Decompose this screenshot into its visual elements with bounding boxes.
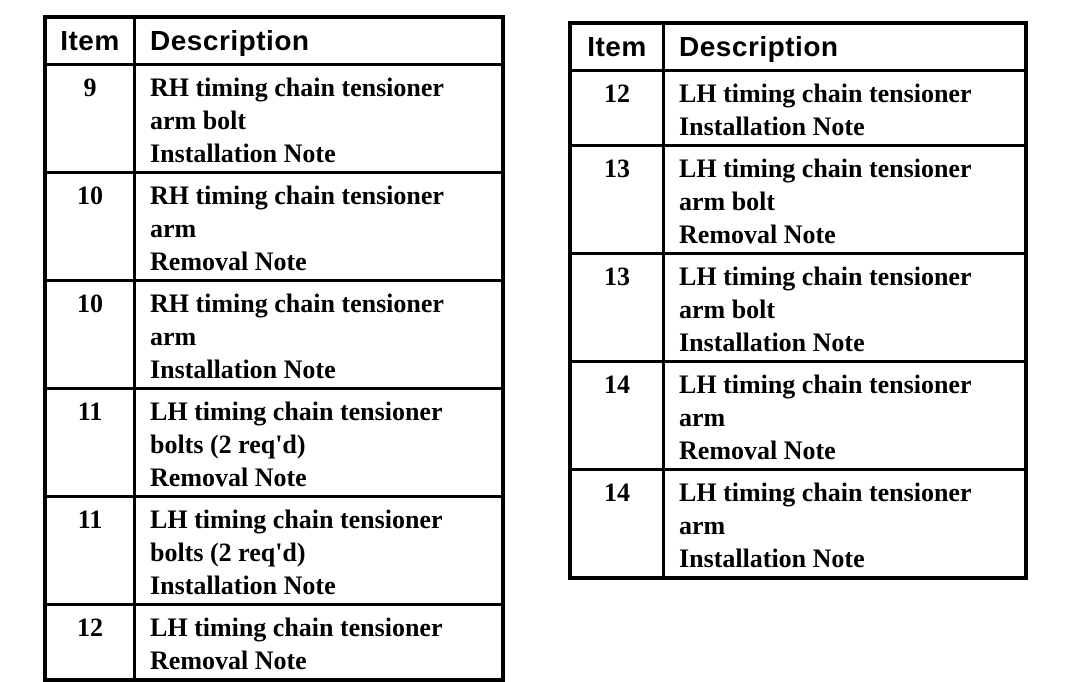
- table-row: 13 LH timing chain tensioner arm bolt In…: [568, 252, 1028, 363]
- item-cell: 10: [43, 171, 136, 282]
- description-cell: LH timing chain tensioner arm bolt Insta…: [662, 252, 1028, 363]
- item-cell: 11: [43, 387, 136, 498]
- table-header-row: Item Description: [568, 21, 1028, 72]
- table-header-row: Item Description: [43, 15, 505, 66]
- table-row: 9 RH timing chain tensioner arm bolt Ins…: [43, 63, 505, 174]
- item-cell: 12: [568, 69, 665, 147]
- parts-table-left: Item Description 9 RH timing chain tensi…: [43, 15, 505, 682]
- parts-table-right: Item Description 12 LH timing chain tens…: [568, 21, 1028, 580]
- description-cell: LH timing chain tensioner arm Installati…: [662, 468, 1028, 580]
- parts-table: Item Description 9 RH timing chain tensi…: [43, 15, 505, 682]
- table-row: 12 LH timing chain tensioner Installatio…: [568, 69, 1028, 147]
- item-cell: 9: [43, 63, 136, 174]
- description-cell: LH timing chain tensioner arm bolt Remov…: [662, 144, 1028, 255]
- description-cell: LH timing chain tensioner Installation N…: [662, 69, 1028, 147]
- item-cell: 13: [568, 144, 665, 255]
- description-cell: LH timing chain tensioner arm Removal No…: [662, 360, 1028, 471]
- description-cell: RH timing chain tensioner arm Removal No…: [133, 171, 505, 282]
- table-row: 14 LH timing chain tensioner arm Removal…: [568, 360, 1028, 471]
- description-cell: LH timing chain tensioner bolts (2 req'd…: [133, 387, 505, 498]
- header-item: Item: [43, 15, 136, 66]
- header-item: Item: [568, 21, 665, 72]
- item-cell: 14: [568, 360, 665, 471]
- description-cell: LH timing chain tensioner bolts (2 req'd…: [133, 495, 505, 606]
- table-row: 13 LH timing chain tensioner arm bolt Re…: [568, 144, 1028, 255]
- description-cell: RH timing chain tensioner arm bolt Insta…: [133, 63, 505, 174]
- table-row: 10 RH timing chain tensioner arm Removal…: [43, 171, 505, 282]
- item-cell: 14: [568, 468, 665, 580]
- table-row: 14 LH timing chain tensioner arm Install…: [568, 468, 1028, 580]
- description-cell: RH timing chain tensioner arm Installati…: [133, 279, 505, 390]
- description-cell: LH timing chain tensioner Removal Note: [133, 603, 505, 682]
- item-cell: 12: [43, 603, 136, 682]
- parts-table: Item Description 12 LH timing chain tens…: [568, 21, 1028, 580]
- table-row: 10 RH timing chain tensioner arm Install…: [43, 279, 505, 390]
- table-row: 12 LH timing chain tensioner Removal Not…: [43, 603, 505, 682]
- table-row: 11 LH timing chain tensioner bolts (2 re…: [43, 387, 505, 498]
- header-description: Description: [662, 21, 1028, 72]
- header-description: Description: [133, 15, 505, 66]
- item-cell: 10: [43, 279, 136, 390]
- item-cell: 13: [568, 252, 665, 363]
- item-cell: 11: [43, 495, 136, 606]
- table-row: 11 LH timing chain tensioner bolts (2 re…: [43, 495, 505, 606]
